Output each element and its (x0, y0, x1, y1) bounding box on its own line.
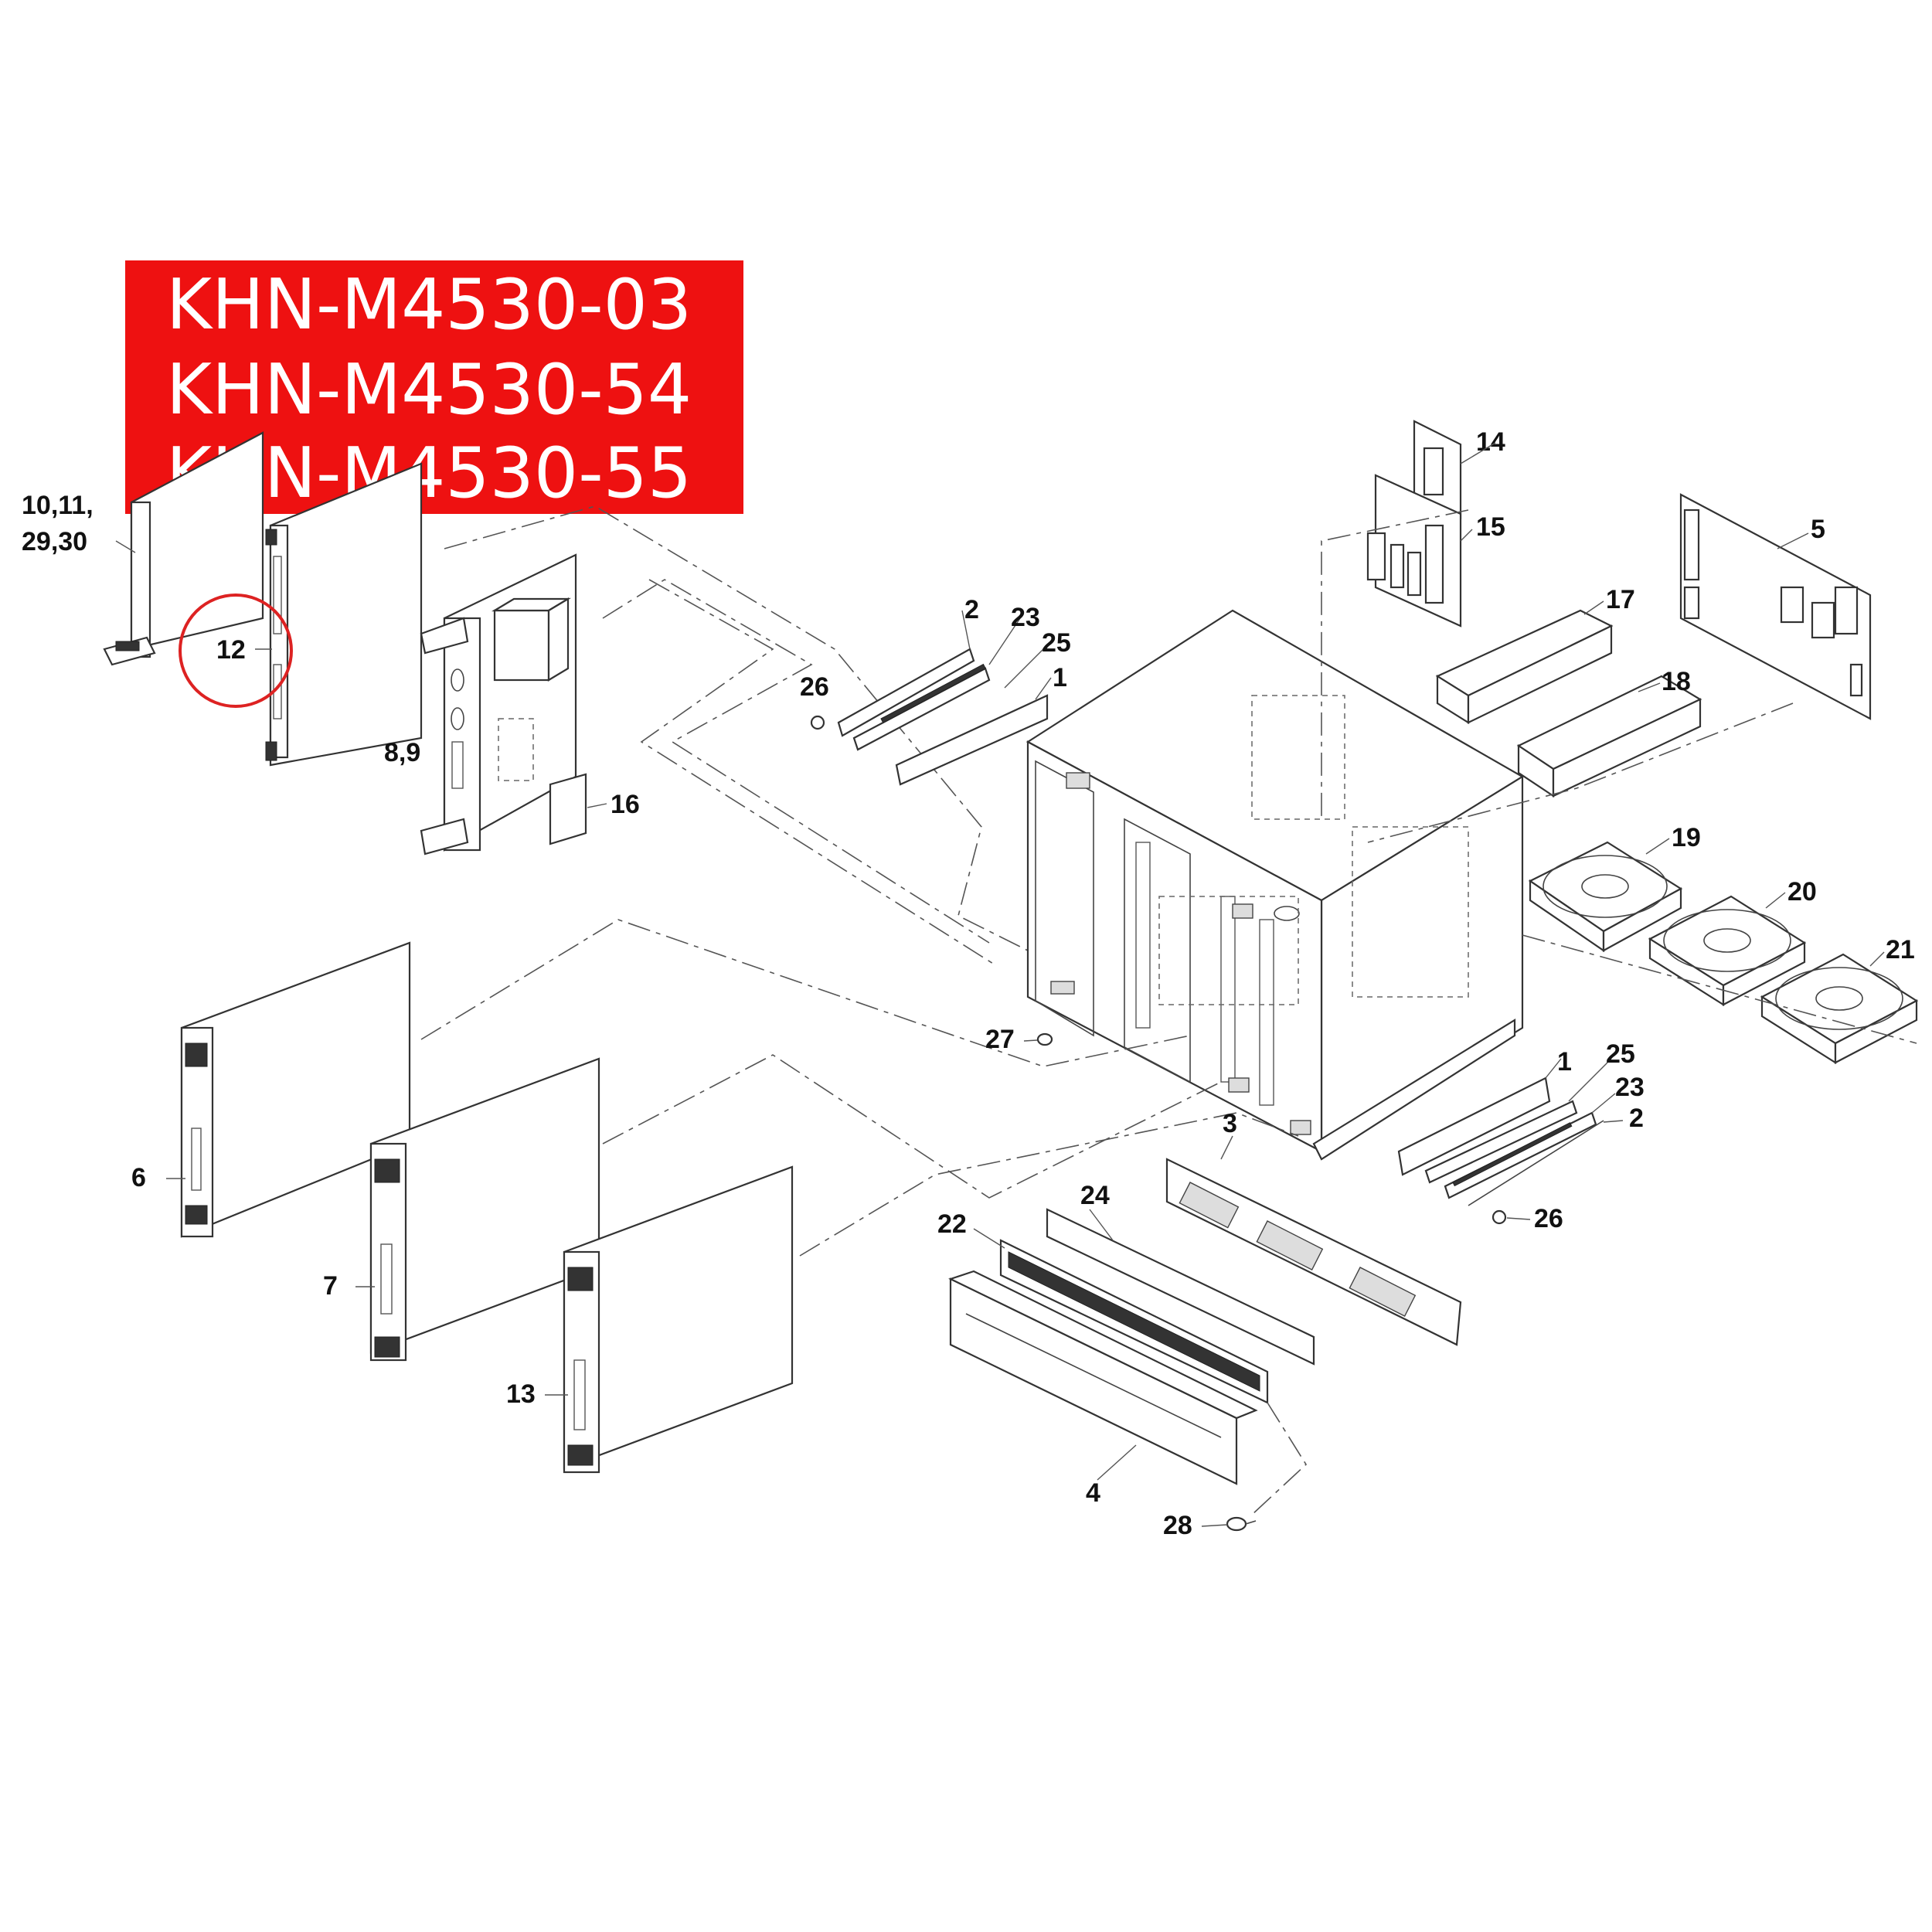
callout-15: 15 (1476, 512, 1505, 542)
card-8-9 (420, 553, 577, 855)
card-7 (369, 1057, 600, 1362)
callout-17: 17 (1606, 585, 1635, 614)
callout-labels: 10,11, 29,30 12 8,9 16 2 23 25 26 1 14 1… (22, 427, 1915, 1540)
callout-3: 3 (1223, 1109, 1237, 1138)
filter-24 (1046, 1208, 1315, 1366)
power-supply-17 (1435, 609, 1614, 724)
callout-24: 24 (1080, 1181, 1110, 1210)
label-plate-16 (549, 773, 587, 845)
board-5 (1679, 493, 1872, 720)
callout-28: 28 (1163, 1511, 1192, 1540)
callout-26-top: 26 (800, 672, 829, 702)
callout-20: 20 (1787, 877, 1817, 906)
banner-line-1: KHN-M4530-03 (166, 264, 692, 345)
highlight-circle-12 (179, 594, 293, 708)
callout-8-9: 8,9 (384, 738, 420, 767)
callout-19: 19 (1672, 823, 1701, 852)
callout-1-right: 1 (1557, 1047, 1572, 1077)
banner-line-2: KHN-M4530-54 (166, 349, 692, 430)
callout-5: 5 (1811, 515, 1825, 544)
power-supply-18 (1516, 675, 1702, 798)
callout-22: 22 (937, 1209, 967, 1239)
grille-22 (999, 1239, 1269, 1404)
front-cover-4 (948, 1270, 1258, 1485)
card-12 (265, 462, 423, 767)
card-13 (563, 1165, 794, 1474)
rail-set-right (1397, 1077, 1604, 1225)
callout-18: 18 (1662, 667, 1691, 696)
callout-26-right: 26 (1534, 1204, 1563, 1233)
callout-29-30: 29,30 (22, 527, 87, 556)
screw-28 (1226, 1516, 1257, 1532)
callout-10-11: 10,11, (22, 491, 94, 520)
callout-23-top: 23 (1011, 603, 1040, 632)
callout-21: 21 (1886, 935, 1915, 964)
rail-set-top (810, 648, 1049, 786)
callout-27: 27 (985, 1025, 1015, 1054)
board-15 (1366, 474, 1462, 628)
fan-19 (1528, 841, 1683, 953)
callout-23-right: 23 (1615, 1073, 1645, 1102)
callout-7: 7 (323, 1271, 338, 1301)
callout-16: 16 (611, 790, 640, 819)
callout-13: 13 (506, 1379, 536, 1409)
callout-25-top: 25 (1042, 628, 1071, 658)
screw-27 (1036, 1032, 1053, 1046)
callout-4: 4 (1086, 1478, 1100, 1508)
callout-6: 6 (131, 1163, 146, 1192)
callout-1-top: 1 (1053, 663, 1067, 692)
board-14 (1413, 420, 1462, 519)
fan-20 (1648, 895, 1807, 1006)
main-chassis (1026, 609, 1525, 1161)
callout-2-right: 2 (1629, 1104, 1644, 1133)
callout-12: 12 (216, 635, 246, 665)
callout-25-right: 25 (1606, 1039, 1635, 1069)
callout-2-top: 2 (964, 595, 979, 624)
bracket-3 (1165, 1158, 1462, 1346)
